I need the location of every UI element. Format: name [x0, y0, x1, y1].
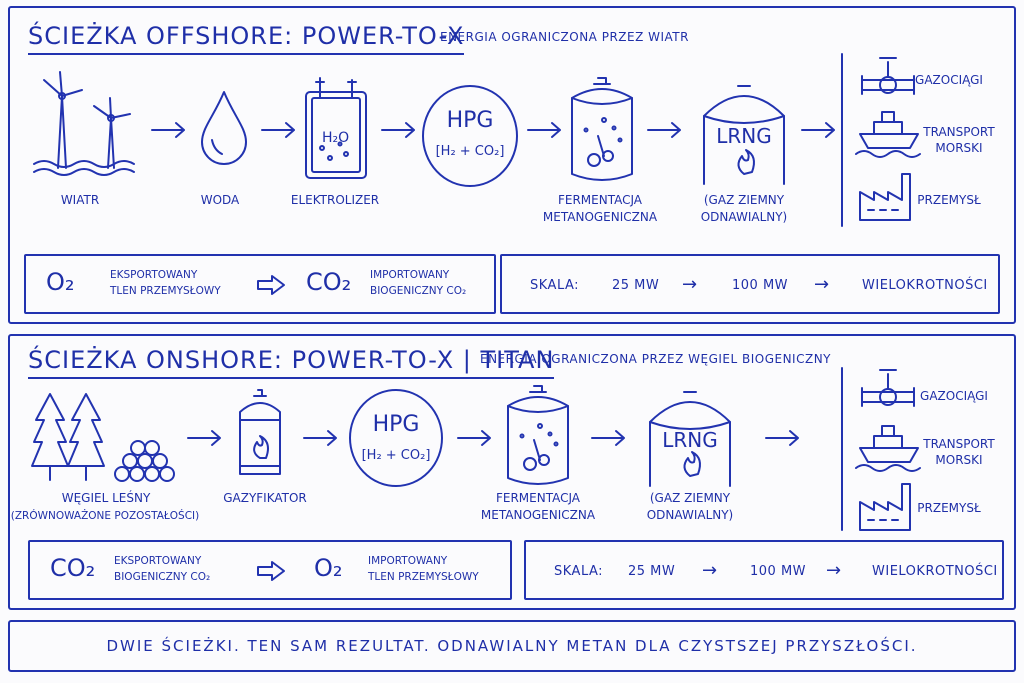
offshore-output-industry: Przemysł [917, 193, 981, 207]
forest-coal-icon [31, 393, 175, 482]
offshore-subtitle: Energia ograniczona przez wiatr [440, 30, 689, 44]
gasifier-icon [239, 389, 281, 475]
offshore-panel: Ścieżka offshore: Power-to-X Energia ogr… [8, 6, 1016, 324]
arrow-icon [457, 430, 491, 446]
offshore-exchange-left-text2: tlen przemysłowy [110, 285, 221, 297]
onshore-scale-to: 100 MW [750, 564, 807, 579]
onshore-output-industry: Przemysł [917, 501, 981, 515]
onshore-step-coal-label: Węgiel leśny [61, 491, 151, 505]
onshore-output-shipping: Transport morski [923, 437, 995, 467]
arrow-icon [647, 122, 681, 138]
arrow-icon [765, 430, 799, 446]
arrow-icon: → [826, 560, 842, 581]
hollow-arrow-icon [257, 561, 285, 581]
footer-tagline: Dwie ścieżki. Ten sam rezultat. Odnawial… [106, 637, 918, 655]
offshore-scale-from: 25 MW [612, 278, 660, 293]
arrow-icon: → [702, 560, 718, 581]
onshore-lrng-label: LRNG [662, 428, 718, 452]
offshore-lrng-label: LRNG [716, 124, 772, 148]
offshore-exchange-right-symbol: CO₂ [306, 268, 352, 296]
pipeline-icon [861, 57, 915, 95]
arrow-icon [303, 430, 337, 446]
onshore-exchange-left-text2: biogeniczny CO₂ [114, 571, 211, 583]
onshore-exchange-left-symbol: CO₂ [50, 554, 96, 582]
offshore-exchange-left-symbol: O₂ [46, 268, 75, 296]
fermentation-tank-icon [507, 385, 569, 485]
onshore-scale-end: Wielokrotności [872, 564, 998, 579]
step-water-label: Woda [200, 193, 240, 207]
offshore-title: Ścieżka offshore: Power-to-X [28, 22, 465, 55]
onshore-fermentation-line1: Fermentacja [495, 491, 581, 505]
divider [841, 53, 843, 227]
offshore-fermentation-line1: Fermentacja [557, 193, 643, 207]
hollow-arrow-icon [257, 275, 285, 295]
offshore-exchange-left-text1: Eksportowany [110, 269, 198, 281]
offshore-output-pipelines: Gazociągi [915, 73, 983, 87]
footer-panel: Dwie ścieżki. Ten sam rezultat. Odnawial… [8, 620, 1016, 672]
offshore-fermentation-line2: metanogeniczna [542, 210, 658, 224]
offshore-lrng-caption2: odnawialny) [700, 210, 788, 224]
onshore-scale-label: Skala: [554, 564, 604, 579]
electrolyzer-formula: H₂O [322, 130, 350, 146]
onshore-lrng-caption1: (gaz ziemny [649, 491, 731, 505]
arrow-icon: → [814, 274, 830, 295]
offshore-scale-label: Skala: [530, 278, 580, 293]
onshore-exchange-right-text2: tlen przemysłowy [368, 571, 479, 583]
arrow-icon [261, 122, 295, 138]
arrow-icon [801, 122, 835, 138]
onshore-title: Ścieżka onshore: Power-to-X | Titan [28, 346, 555, 379]
onshore-hpg-formula: [H₂ + CO₂] [361, 448, 431, 463]
arrow-icon [527, 122, 561, 138]
arrow-icon [591, 430, 625, 446]
arrow-icon: → [682, 274, 698, 295]
onshore-panel: Ścieżka onshore: Power-to-X | Titan Ener… [8, 334, 1016, 610]
offshore-exchange-right-text2: biogeniczny CO₂ [370, 285, 467, 297]
onshore-lrng-caption2: odnawialny) [646, 508, 734, 522]
offshore-hpg-label: HPG [446, 108, 494, 133]
onshore-step-gasifier-label: Gazyfikator [223, 491, 307, 505]
factory-icon [859, 173, 911, 221]
onshore-step-coal-sublabel: (zrównoważone pozostałości) [10, 510, 200, 522]
onshore-scale-box: Skala: 25 MW → 100 MW → Wielokrotności [524, 540, 1004, 600]
lrng-tank-icon [703, 85, 785, 185]
step-wind-label: Wiatr [60, 193, 100, 207]
onshore-exchange-box: CO₂ Eksportowany biogeniczny CO₂ O₂ Impo… [28, 540, 512, 600]
pipeline-icon [861, 369, 915, 407]
onshore-output-pipelines: Gazociągi [920, 389, 988, 403]
water-drop-icon [201, 91, 247, 165]
arrow-icon [151, 122, 185, 138]
hpg-circle-icon [349, 389, 443, 487]
onshore-hpg-label: HPG [372, 412, 420, 437]
offshore-scale-to: 100 MW [732, 278, 789, 293]
electrolyzer-icon [305, 77, 367, 179]
offshore-scale-end: Wielokrotności [862, 278, 988, 293]
lrng-tank-icon [649, 391, 731, 487]
offshore-exchange-right-text1: Importowany [370, 269, 450, 281]
ship-icon [855, 111, 921, 158]
factory-icon [859, 483, 911, 531]
step-electrolyzer-label: Elektrolizer [290, 193, 380, 207]
divider [841, 367, 843, 531]
hpg-circle-icon [422, 85, 518, 187]
arrow-icon [381, 122, 415, 138]
wind-turbine-icon [33, 71, 135, 176]
fermentation-tank-icon [571, 77, 633, 181]
offshore-lrng-caption1: (gaz ziemny [703, 193, 785, 207]
onshore-fermentation-line2: metanogeniczna [480, 508, 596, 522]
offshore-hpg-formula: [H₂ + CO₂] [435, 144, 505, 159]
ship-icon [855, 425, 921, 472]
onshore-exchange-right-symbol: O₂ [314, 554, 343, 582]
onshore-scale-from: 25 MW [628, 564, 676, 579]
arrow-icon [187, 430, 221, 446]
onshore-exchange-left-text1: Eksportowany [114, 555, 202, 567]
onshore-subtitle: Energia ograniczona przez węgiel biogeni… [480, 352, 832, 366]
offshore-output-shipping: Transport morski [923, 125, 995, 155]
offshore-exchange-box: O₂ Eksportowany tlen przemysłowy CO₂ Imp… [24, 254, 496, 314]
offshore-scale-box: Skala: 25 MW → 100 MW → Wielokrotności [500, 254, 1000, 314]
onshore-exchange-right-text1: Importowany [368, 555, 448, 567]
